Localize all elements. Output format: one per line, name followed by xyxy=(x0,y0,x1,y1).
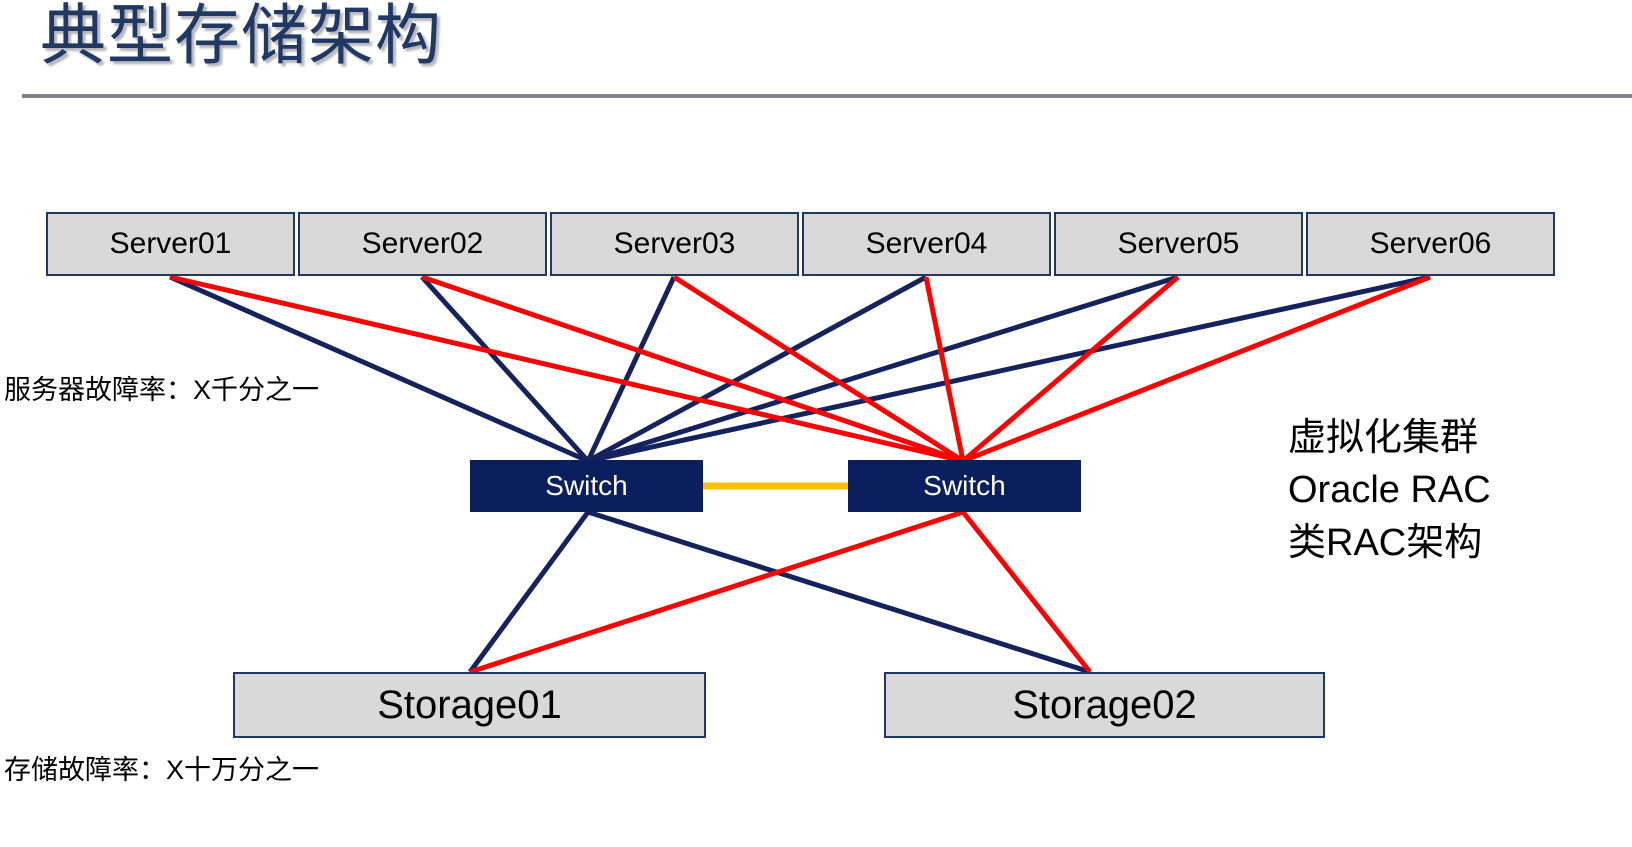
storage-node-1[interactable]: Storage01 xyxy=(233,672,706,738)
link-switch-to-storage-1 xyxy=(467,510,591,674)
link-server1-to-switch1 xyxy=(168,274,590,464)
title-divider xyxy=(22,94,1632,98)
link-server1-to-switch2 xyxy=(169,274,964,464)
link-server2-to-switch1 xyxy=(420,275,590,463)
link-server6-to-switch1 xyxy=(587,274,1431,464)
link-server5-to-switch2 xyxy=(961,275,1180,463)
cluster-note-line-2: Oracle RAC xyxy=(1288,469,1491,512)
link-switch-to-storage-4 xyxy=(961,510,1092,674)
server-node-label: Server05 xyxy=(1117,227,1240,260)
link-server2-to-switch2 xyxy=(421,274,964,464)
server-node-label: Server01 xyxy=(109,227,232,260)
server-node-3[interactable]: Server03 xyxy=(550,212,799,276)
link-switch-to-storage-2 xyxy=(587,509,1091,675)
server-node-label: Server03 xyxy=(613,227,736,260)
server-node-1[interactable]: Server01 xyxy=(46,212,295,276)
server-node-2[interactable]: Server02 xyxy=(298,212,547,276)
link-group-to-left-switch xyxy=(168,274,1431,464)
storage-node-label: Storage02 xyxy=(1012,682,1197,727)
server-node-label: Server04 xyxy=(865,227,988,260)
server-node-6[interactable]: Server06 xyxy=(1306,212,1555,276)
server-node-label: Server06 xyxy=(1369,227,1492,260)
cluster-note-line-3: 类RAC架构 xyxy=(1288,521,1483,564)
storage-node-label: Storage01 xyxy=(377,682,562,727)
storage-node-2[interactable]: Storage02 xyxy=(884,672,1325,738)
switch-node-1[interactable]: Switch xyxy=(470,460,703,512)
page-title: 典型存储架构 xyxy=(40,0,442,72)
link-server4-to-switch1 xyxy=(586,274,928,464)
cluster-note: 虚拟化集群 Oracle RAC 类RAC架构 xyxy=(1288,412,1491,569)
link-server3-to-switch2 xyxy=(672,274,965,464)
link-group-switch-to-storage xyxy=(467,509,1092,675)
server-node-4[interactable]: Server04 xyxy=(802,212,1051,276)
switch-node-label: Switch xyxy=(545,470,628,501)
switch-node-2[interactable]: Switch xyxy=(848,460,1081,512)
link-server3-to-switch1 xyxy=(585,275,677,463)
link-server5-to-switch1 xyxy=(587,274,1179,464)
server-node-5[interactable]: Server05 xyxy=(1054,212,1303,276)
link-switch-to-storage-3 xyxy=(469,509,964,675)
link-server4-to-switch2 xyxy=(923,276,966,462)
server-node-label: Server02 xyxy=(361,227,484,260)
link-group-to-right-switch xyxy=(169,274,1431,464)
server-failure-rate-note: 服务器故障率：X千分之一 xyxy=(4,375,320,405)
storage-failure-rate-note: 存储故障率：X十万分之一 xyxy=(4,755,320,785)
switch-node-label: Switch xyxy=(923,470,1006,501)
link-server6-to-switch2 xyxy=(962,274,1431,464)
cluster-note-line-1: 虚拟化集群 xyxy=(1288,417,1479,459)
